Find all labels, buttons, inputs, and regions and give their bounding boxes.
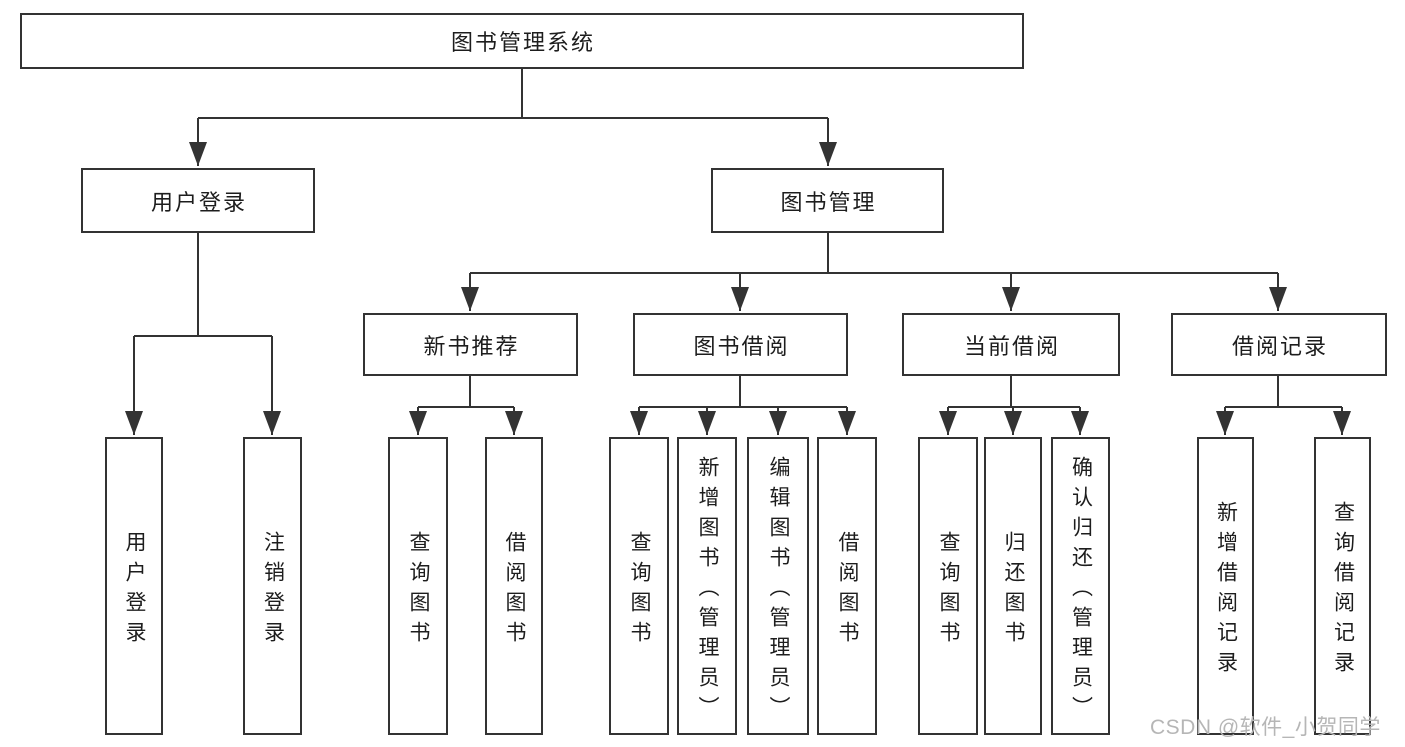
node-new-book-rec-label: 新书推荐 <box>423 333 520 359</box>
leaf-query-books-borrow-label: 查询图书 <box>628 530 651 651</box>
leaf-logout: 注销登录 <box>243 437 302 735</box>
node-book-borrow-label: 图书借阅 <box>693 333 790 359</box>
node-root: 图书管理系统 <box>20 13 1024 69</box>
node-user-login: 用户登录 <box>81 168 315 233</box>
leaf-add-borrow-record: 新增借阅记录 <box>1197 437 1254 735</box>
leaf-borrow-books-rec: 借阅图书 <box>485 437 543 735</box>
leaf-user-login-label: 用户登录 <box>123 530 146 651</box>
leaf-query-books-rec-label: 查询图书 <box>407 530 430 651</box>
node-current-borrow-label: 当前借阅 <box>963 333 1060 359</box>
leaf-add-books-admin: 新增图书（管理员） <box>677 437 737 735</box>
leaf-user-login: 用户登录 <box>105 437 163 735</box>
leaf-query-books-current-label: 查询图书 <box>937 530 960 651</box>
csdn-watermark: CSDN @软件_小贺同学 <box>1150 716 1381 739</box>
leaf-query-books-current: 查询图书 <box>918 437 978 735</box>
node-current-borrow: 当前借阅 <box>902 313 1120 376</box>
leaf-add-books-admin-label: 新增图书（管理员） <box>696 455 719 726</box>
leaf-query-books-rec: 查询图书 <box>388 437 448 735</box>
node-borrow-record: 借阅记录 <box>1171 313 1387 376</box>
leaf-confirm-return-admin-label: 确认归还（管理员） <box>1069 455 1093 726</box>
leaf-edit-books-admin-label: 编辑图书（管理员） <box>767 455 790 726</box>
node-borrow-record-label: 借阅记录 <box>1231 333 1328 359</box>
node-root-label: 图书管理系统 <box>450 30 595 55</box>
leaf-borrow-books-rec-label: 借阅图书 <box>503 530 526 651</box>
leaf-return-books-label: 归还图书 <box>1002 530 1025 651</box>
node-new-book-rec: 新书推荐 <box>363 313 578 376</box>
leaf-query-borrow-record-label: 查询借阅记录 <box>1331 500 1355 681</box>
leaf-borrow-books: 借阅图书 <box>817 437 877 735</box>
leaf-query-borrow-record: 查询借阅记录 <box>1314 437 1371 735</box>
leaf-edit-books-admin: 编辑图书（管理员） <box>747 437 809 735</box>
node-book-mgmt: 图书管理 <box>711 168 944 233</box>
leaf-add-borrow-record-label: 新增借阅记录 <box>1214 500 1238 681</box>
leaf-confirm-return-admin: 确认归还（管理员） <box>1051 437 1110 735</box>
leaf-query-books-borrow: 查询图书 <box>609 437 669 735</box>
leaf-logout-label: 注销登录 <box>261 530 285 651</box>
node-book-mgmt-label: 图书管理 <box>780 189 877 215</box>
connector-line <box>134 69 1342 408</box>
leaf-borrow-books-label: 借阅图书 <box>836 530 859 651</box>
node-user-login-label: 用户登录 <box>150 189 247 215</box>
leaf-return-books: 归还图书 <box>984 437 1042 735</box>
node-book-borrow: 图书借阅 <box>633 313 848 376</box>
